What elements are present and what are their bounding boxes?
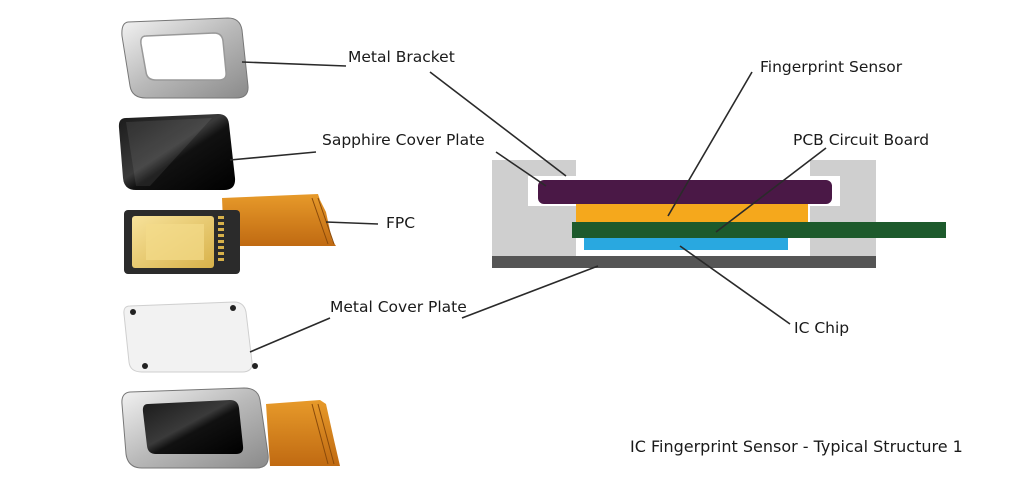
leader-metal-bracket-part — [241, 61, 347, 67]
leader-sapphire-section — [495, 151, 547, 187]
leader-pcb — [715, 147, 827, 233]
sapphire-cover-layer — [538, 180, 832, 204]
metal-bracket-part — [121, 17, 249, 99]
metal-cover-plate-layer — [492, 256, 876, 268]
leader-fpc — [325, 221, 379, 225]
fingerprint-sensor-layer — [576, 204, 808, 224]
label-metal-cover-plate: Metal Cover Plate — [330, 298, 467, 316]
ic-chip-layer — [584, 238, 788, 250]
label-fingerprint-sensor: Fingerprint Sensor — [760, 58, 903, 76]
label-sapphire-cover-plate: Sapphire Cover Plate — [322, 131, 485, 149]
leader-metal-bracket-section — [429, 71, 567, 177]
cross-section-diagram — [492, 160, 946, 268]
leader-ic-chip — [679, 245, 791, 325]
leader-sapphire — [229, 151, 317, 161]
bracket-right-wall — [810, 160, 876, 258]
label-pcb-circuit-board: PCB Circuit Board — [793, 131, 929, 149]
metal-cover-plate-part — [123, 301, 258, 373]
fpc-part — [124, 194, 336, 274]
label-fpc: FPC — [386, 214, 415, 232]
assembled-module-part — [121, 387, 340, 469]
diagram-caption: IC Fingerprint Sensor - Typical Structur… — [630, 437, 963, 456]
pcb-layer — [572, 222, 946, 238]
leader-metal-cover-part — [249, 317, 331, 353]
leader-metal-cover-section — [461, 265, 599, 319]
leader-fingerprint-sensor — [667, 71, 753, 217]
label-metal-bracket: Metal Bracket — [348, 48, 455, 66]
label-ic-chip: IC Chip — [794, 319, 849, 337]
sapphire-cover-plate-part — [118, 114, 236, 190]
